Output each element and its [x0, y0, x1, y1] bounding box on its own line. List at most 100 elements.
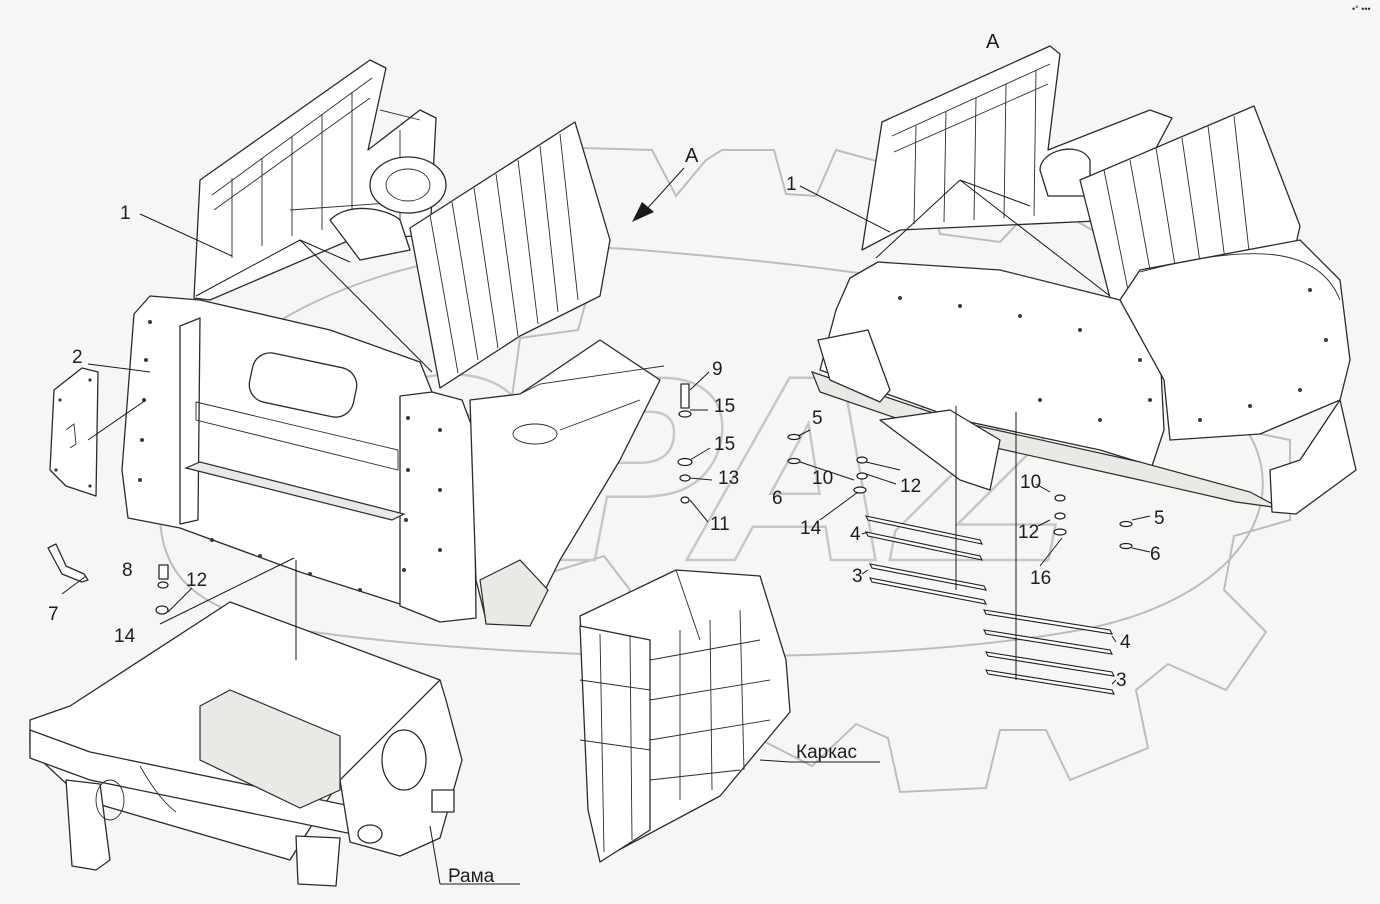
bolt-8 [158, 564, 169, 580]
washer-16 [1053, 528, 1067, 536]
carcass-assembly [579, 569, 791, 863]
frame-hole-left [95, 779, 125, 821]
callout-12-left: 12 [186, 570, 207, 591]
left-side-panel [409, 121, 611, 389]
right-struts [875, 179, 1111, 297]
strip-3d [985, 669, 1115, 695]
callout-3-right: 3 [1116, 670, 1127, 691]
washer-10-mid [856, 456, 868, 464]
callout-1-left: 1 [120, 203, 131, 224]
label-frame: Рама [448, 866, 495, 887]
washer-12-left [157, 581, 169, 589]
frame-assembly [29, 601, 463, 887]
door-cover-handle [65, 423, 77, 449]
callout-3-mid: 3 [852, 566, 863, 587]
callout-5-right: 5 [1154, 508, 1165, 529]
frame-round-port [381, 729, 427, 791]
washer-10-right [1054, 494, 1066, 502]
callout-12-mid: 12 [900, 476, 921, 497]
callout-16: 16 [1030, 568, 1051, 589]
washer-5-mid [787, 433, 801, 441]
strip-3b [869, 577, 987, 605]
cabin-body-right [810, 45, 1357, 515]
right-box-front [819, 261, 1165, 467]
right-screen-slats [891, 63, 1051, 225]
view-arrow [632, 167, 685, 222]
callout-15-top: 15 [714, 396, 735, 417]
right-bracket [817, 329, 891, 403]
washer-15-top [678, 410, 692, 418]
washer-12-mid [856, 472, 868, 480]
door-cover-plate [49, 367, 99, 497]
frame-leg-left [65, 779, 111, 871]
left-fan-hub [385, 168, 431, 202]
callout-4-right: 4 [1120, 632, 1131, 653]
carcass-front [579, 625, 651, 863]
corner-mark: •° ••• [1352, 4, 1371, 14]
right-bottom-tray [810, 371, 1281, 509]
frame-square-port [431, 789, 455, 813]
washer-15-bottom [677, 457, 693, 467]
right-rivets [898, 288, 1328, 422]
view-title: A [986, 31, 1000, 53]
strips-mid [864, 515, 987, 605]
frame-hub [357, 824, 383, 844]
left-rivets [138, 320, 442, 592]
callout-13: 13 [718, 468, 739, 489]
callout-14-left: 14 [114, 626, 136, 647]
callout-9: 9 [712, 359, 723, 380]
strip-4a [864, 515, 984, 545]
callout-1-right: 1 [786, 174, 797, 195]
callout-8: 8 [122, 560, 133, 581]
right-hopper [879, 409, 1001, 491]
left-screen-frame [193, 59, 437, 301]
strip-4b [864, 531, 984, 561]
callout-12-right: 12 [1018, 522, 1039, 543]
latch-rod-shape [47, 543, 89, 583]
left-side-panel-slats [429, 133, 579, 374]
left-hopper-opening [512, 423, 558, 445]
callout-15-bottom: 15 [714, 434, 735, 455]
left-inspection-window [248, 352, 358, 418]
strip-3a [869, 563, 987, 591]
bolt-9 [680, 383, 690, 409]
left-box-side [399, 391, 477, 623]
fasteners-left [155, 564, 169, 615]
callouts: 1 1 2 7 8 12 14 9 15 15 13 11 5 6 10 12 … [48, 4, 1371, 887]
left-hopper-seam [519, 365, 665, 431]
door-cover [49, 367, 99, 497]
right-rear-skirt [1269, 399, 1357, 515]
left-fan-housing [369, 156, 447, 214]
callout-10-right: 10 [1020, 472, 1041, 493]
left-duct [329, 207, 411, 261]
callout-11: 11 [710, 514, 730, 535]
callout-2: 2 [72, 347, 83, 368]
callout-10-mid: 10 [812, 468, 833, 489]
callout-5-mid: 5 [812, 408, 823, 429]
latch-rod [47, 543, 89, 583]
cabin-body-left [121, 59, 665, 627]
fasteners-right [1053, 494, 1133, 550]
fasteners-center [677, 383, 693, 504]
leader-lines [61, 185, 1151, 885]
left-struts [195, 239, 433, 373]
right-box-curved-side [1119, 239, 1351, 441]
strip-3c [985, 651, 1115, 677]
washer-14-left [155, 605, 169, 615]
callout-6-right: 6 [1150, 544, 1161, 565]
left-shelf [184, 461, 406, 521]
left-hopper-base [479, 559, 549, 627]
label-carcass: Каркас [796, 742, 857, 763]
washer-14-mid [853, 486, 867, 494]
washer-5-right [1119, 520, 1133, 528]
washer-12-right [1054, 512, 1066, 520]
left-lower-rail [195, 401, 399, 471]
strips-right [983, 609, 1115, 695]
callout-4-mid: 4 [850, 524, 861, 545]
fasteners-right-mid [787, 433, 868, 494]
callout-6-mid: 6 [772, 488, 783, 509]
frame-box-block [199, 689, 341, 809]
washer-13 [679, 474, 691, 482]
callout-14-mid: 14 [800, 518, 822, 539]
